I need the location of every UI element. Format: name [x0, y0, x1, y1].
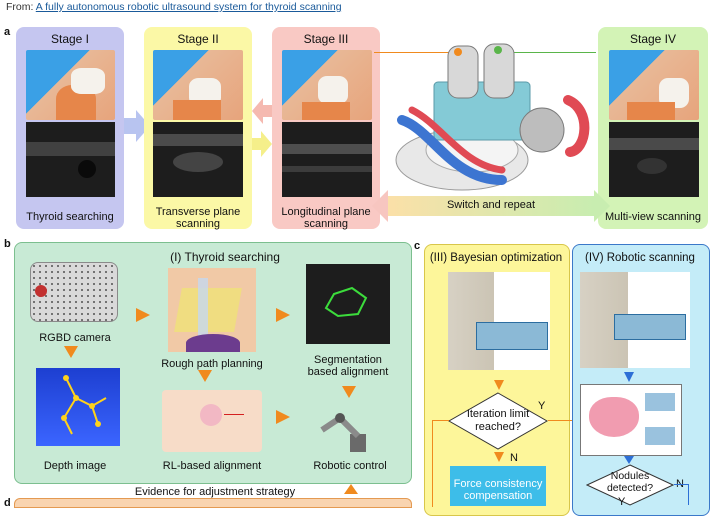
arrow-rl-to-robot: [276, 410, 290, 424]
thyroid-scan-image: [580, 384, 682, 456]
stage-3-ultrasound: [282, 122, 372, 197]
panel-b-title: (I) Thyroid searching: [170, 250, 280, 264]
arrow-thyroid-to-decision: [624, 456, 634, 464]
yes-arrow-line: [548, 420, 578, 421]
figure-source: From: A fully autonomous robotic ultraso…: [6, 1, 342, 13]
arrow-left-head: [372, 190, 388, 222]
nodules-decision-diamond: [586, 464, 674, 506]
source-link[interactable]: A fully autonomous robotic ultrasound sy…: [35, 1, 342, 13]
bayesian-title: (III) Bayesian optimization: [429, 252, 563, 264]
stage-2-ultrasound: [153, 122, 243, 197]
stage-2-photo: [153, 50, 243, 120]
arrow-image-to-thyroid: [624, 372, 634, 382]
source-prefix: From:: [6, 1, 36, 13]
iteration-decision-text: Iteration limit reached?: [466, 408, 530, 433]
panel-label-c: c: [414, 240, 421, 252]
probe-link-orange: [374, 52, 458, 53]
panel-d-box: [14, 498, 412, 508]
nodules-decision-text: Nodules detected?: [606, 470, 654, 494]
rl-alignment-image: [162, 390, 262, 452]
robotic-probe-image: [580, 272, 690, 368]
bayesian-probe-image: [448, 272, 550, 370]
arrow-stage2-to-3: [261, 131, 272, 157]
arrow-right-head: [594, 190, 610, 222]
stage-1-photo: [26, 50, 115, 120]
arrow-image-to-decision: [494, 380, 504, 390]
stage-1-title: Stage I: [50, 32, 90, 46]
stage-2-title: Stage II: [177, 32, 219, 46]
no-branch-line: [674, 484, 689, 505]
stage-4-photo: [609, 50, 699, 120]
probe-shape: [71, 68, 105, 94]
rgbd-camera-image: [30, 262, 118, 322]
probe-link-green: [498, 52, 596, 53]
stage-3-caption: Longitudinal plane scanning: [281, 206, 371, 230]
stage-1-caption: Thyroid searching: [26, 211, 114, 223]
iteration-decision-diamond: [448, 392, 548, 450]
rl-label: RL-based alignment: [162, 460, 262, 472]
stage-3-photo: [282, 50, 372, 120]
robot-probe-illustration: [395, 43, 590, 191]
stage-1-ultrasound: [26, 122, 115, 197]
arrow-no-to-force: [494, 452, 504, 462]
arrow-rough-to-rl: [198, 370, 212, 382]
probe-shape: [318, 76, 348, 104]
rough-path-image: [168, 268, 256, 352]
robot-arm-image: [320, 413, 366, 452]
switch-repeat-label: Switch and repeat: [446, 199, 536, 211]
robotic-scanning-title: (IV) Robotic scanning: [585, 252, 695, 264]
force-compensation-box: Force consistency compensation: [450, 466, 546, 506]
arrow-stage3-to-2: [252, 98, 263, 124]
robot-control-label: Robotic control: [313, 460, 387, 472]
arrow-d-to-b: [344, 484, 358, 494]
stage-4-title: Stage IV: [629, 32, 677, 46]
decision1-no: N: [510, 452, 518, 464]
rgbd-label: RGBD camera: [39, 332, 111, 344]
depth-label: Depth image: [43, 460, 107, 472]
panel-label-d: d: [4, 497, 11, 509]
segmentation-image: [306, 264, 390, 344]
decision2-yes: Y: [618, 496, 626, 508]
arrow-seg-to-robot: [342, 386, 356, 398]
decision1-yes: Y: [538, 400, 546, 412]
arrow-camera-to-depth: [64, 346, 78, 358]
stage-4-caption: Multi-view scanning: [605, 211, 701, 223]
arrow-rough-to-seg: [276, 308, 290, 322]
depth-image: [36, 368, 120, 446]
segmentation-label: Segmentation based alignment: [307, 354, 389, 378]
arrow-camera-to-rough: [136, 308, 150, 322]
stage-3-title: Stage III: [303, 32, 349, 46]
stage-4-ultrasound: [609, 122, 699, 197]
switch-repeat-bar: [388, 196, 594, 216]
panel-label-a: a: [4, 26, 11, 38]
panel-label-b: b: [4, 238, 11, 250]
rough-path-label: Rough path planning: [161, 358, 263, 370]
loop-back-line: [432, 420, 449, 507]
panel-b-footer: Evidence for adjustment strategy: [134, 486, 296, 498]
stage-2-caption: Transverse plane scanning: [155, 206, 241, 230]
